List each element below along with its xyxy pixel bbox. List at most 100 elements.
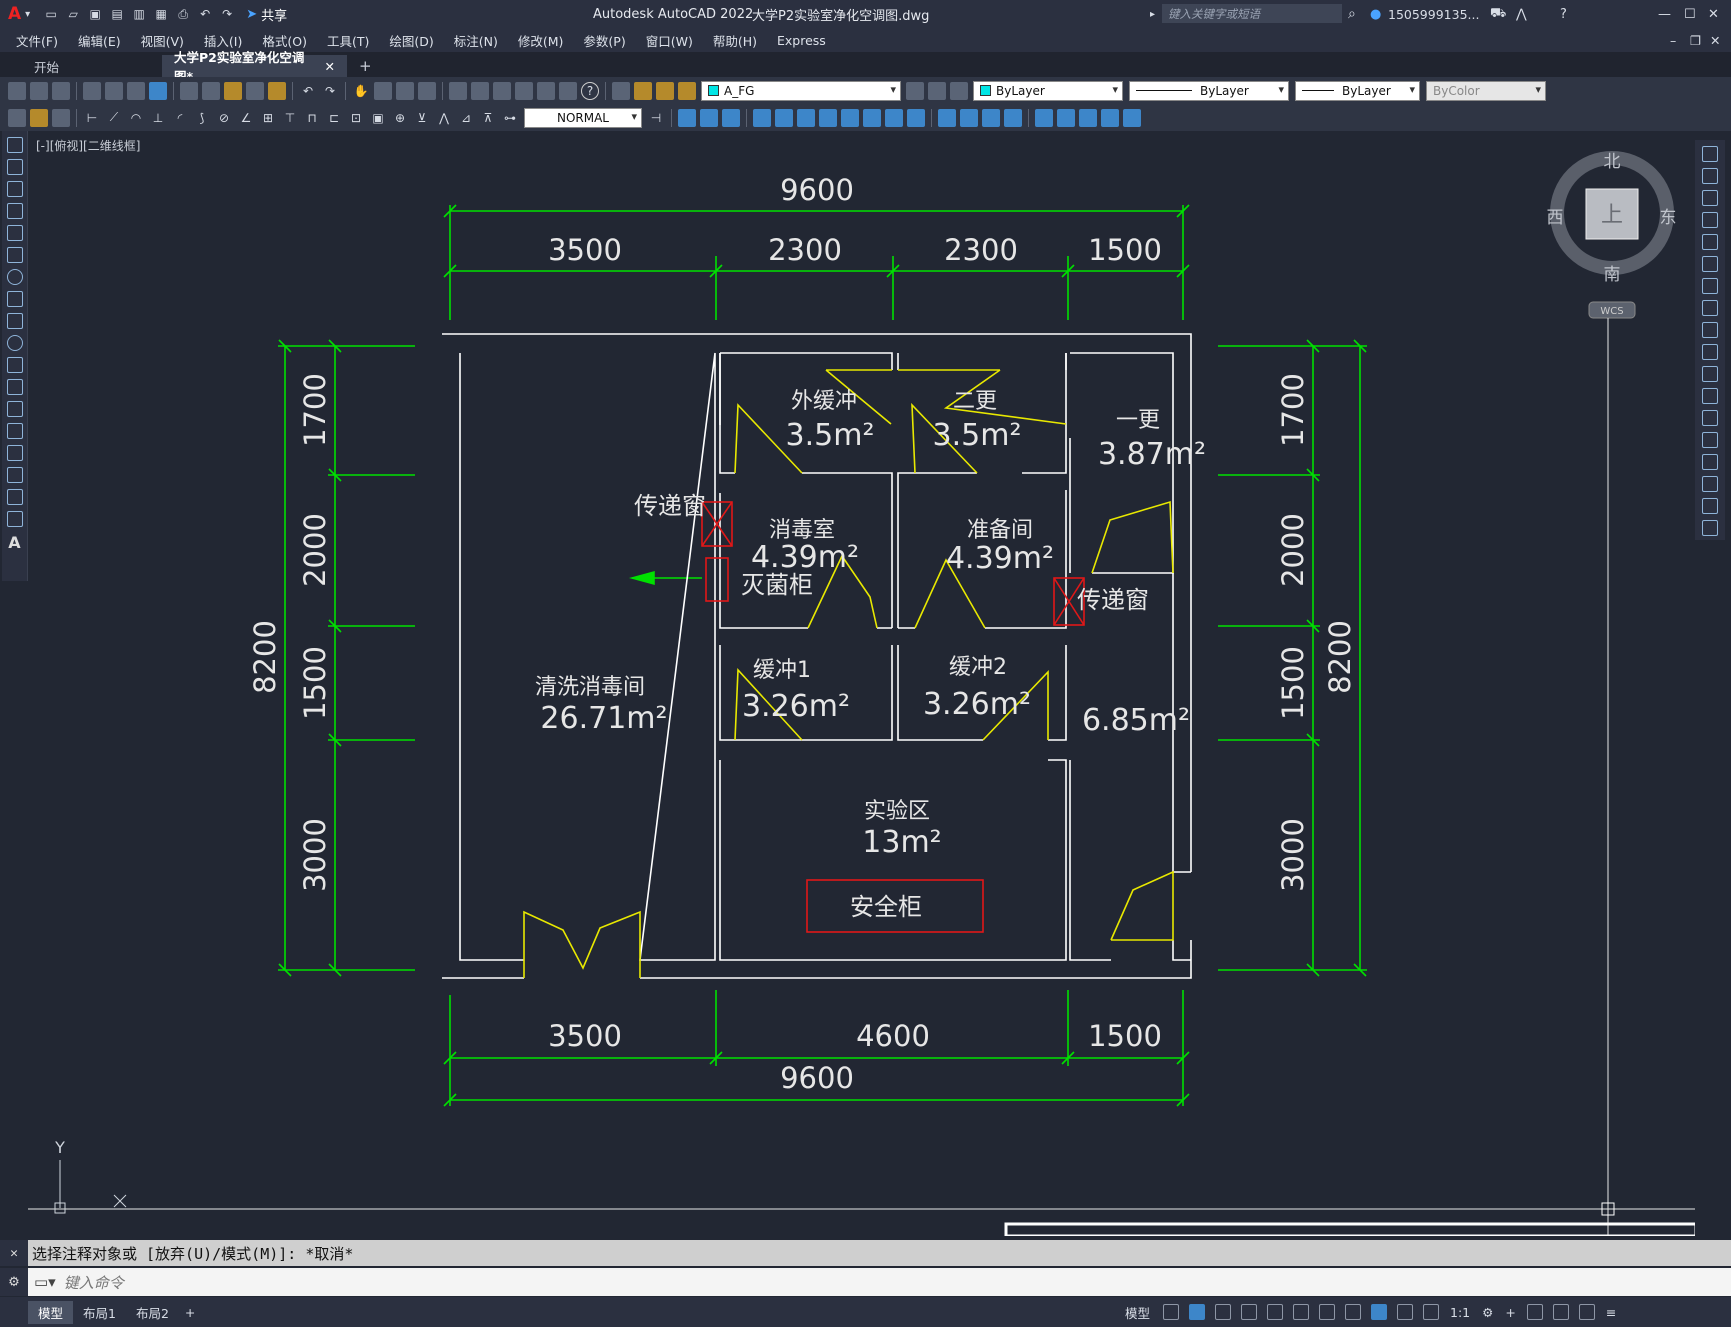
dim-style-icon[interactable]: ⊣ bbox=[650, 110, 662, 125]
save-toolbar-icon[interactable] bbox=[52, 81, 70, 100]
doc-close-icon[interactable]: ✕ bbox=[1710, 32, 1721, 48]
menu-tools[interactable]: 工具(T) bbox=[326, 33, 370, 49]
search-icon[interactable]: ⌕ bbox=[1348, 6, 1356, 22]
modify-tool-icon[interactable] bbox=[775, 108, 793, 127]
array-icon[interactable] bbox=[1702, 234, 1718, 250]
tool-icon[interactable] bbox=[30, 108, 48, 127]
zoom-realtime-icon[interactable] bbox=[374, 81, 392, 100]
plotstyle-dropdown[interactable]: ByColor bbox=[1426, 80, 1546, 101]
menu-file[interactable]: 文件(F) bbox=[16, 33, 58, 49]
object-track-icon[interactable] bbox=[1293, 1304, 1309, 1320]
jogged-dim-icon[interactable]: ⟆ bbox=[199, 110, 205, 125]
modify-tool-icon[interactable] bbox=[753, 108, 771, 127]
construction-line-icon[interactable] bbox=[6, 159, 23, 175]
menu-window[interactable]: 窗口(W) bbox=[645, 33, 693, 49]
viewport-label[interactable]: [-][俯视][二维线框] bbox=[36, 138, 140, 153]
viewcube-north[interactable]: 北 bbox=[1604, 152, 1621, 172]
search-input[interactable]: 键入关键字或短语 bbox=[1162, 4, 1342, 23]
rotate-icon[interactable] bbox=[1702, 278, 1718, 294]
quick-properties-icon[interactable] bbox=[1552, 1304, 1569, 1320]
pan-icon[interactable]: ✋ bbox=[353, 83, 369, 98]
user-name[interactable]: 1505999135... bbox=[1388, 6, 1480, 22]
command-line-grip[interactable]: ✕ bbox=[0, 1240, 28, 1266]
share-icon[interactable]: ➤ bbox=[246, 6, 258, 22]
calculator-icon[interactable] bbox=[559, 81, 577, 100]
layer-previous-icon[interactable] bbox=[928, 81, 946, 100]
open-web-icon[interactable]: ▥ bbox=[133, 7, 145, 21]
save-icon[interactable]: ▣ bbox=[89, 7, 101, 21]
viewcube-east[interactable]: 东 bbox=[1660, 208, 1677, 228]
modify-tool-icon[interactable] bbox=[1004, 108, 1022, 127]
drawing-canvas[interactable]: [-][俯视][二维线框] 上 北 南 东 西 WCS Y bbox=[28, 131, 1698, 1238]
linetype-dropdown[interactable]: ByLayer bbox=[1129, 80, 1289, 101]
extend-icon[interactable] bbox=[1702, 366, 1718, 382]
linear-dim-icon[interactable]: ⊢ bbox=[86, 110, 98, 125]
print-preview-icon[interactable] bbox=[105, 81, 123, 100]
trim-icon[interactable] bbox=[1702, 344, 1718, 360]
spline-icon[interactable] bbox=[6, 313, 23, 329]
insert-block-icon[interactable] bbox=[6, 379, 23, 395]
snap-icon[interactable] bbox=[1189, 1304, 1205, 1320]
modify-tool-icon[interactable] bbox=[1035, 108, 1053, 127]
lineweight-icon[interactable] bbox=[1345, 1304, 1361, 1320]
viewcube-west[interactable]: 西 bbox=[1547, 208, 1564, 228]
block-editor-icon[interactable] bbox=[268, 81, 286, 100]
object-snap-icon[interactable] bbox=[1319, 1304, 1335, 1320]
new-file-icon[interactable]: ▭ bbox=[45, 7, 57, 21]
tool-palettes-icon[interactable] bbox=[493, 81, 511, 100]
open-file-icon[interactable]: ▱ bbox=[68, 7, 78, 21]
modify-tool-icon[interactable] bbox=[960, 108, 978, 127]
customize-icon[interactable]: ⚙ bbox=[0, 1268, 28, 1296]
jogged-linear-icon[interactable]: ⋀ bbox=[439, 110, 449, 125]
isodraft-icon[interactable] bbox=[1267, 1304, 1283, 1320]
copy-icon[interactable] bbox=[202, 81, 220, 100]
close-window-icon[interactable]: ✕ bbox=[1708, 6, 1719, 22]
share-button[interactable]: 共享 bbox=[261, 8, 288, 24]
hatch-icon[interactable] bbox=[6, 445, 23, 461]
match-properties-icon[interactable] bbox=[246, 81, 264, 100]
annotation-scale-value[interactable]: 1:1 bbox=[1450, 1304, 1471, 1320]
minimize-icon[interactable]: — bbox=[1658, 6, 1671, 22]
table-icon[interactable] bbox=[6, 511, 23, 527]
modify-tool-icon[interactable] bbox=[678, 108, 696, 127]
dimstyle-dropdown[interactable]: NORMAL bbox=[524, 107, 642, 128]
menu-dimension[interactable]: 标注(N) bbox=[453, 33, 498, 49]
join-icon[interactable] bbox=[1702, 432, 1718, 448]
dim-space-icon[interactable]: ⊏ bbox=[328, 110, 340, 125]
gradient-icon[interactable] bbox=[6, 467, 23, 483]
line-icon[interactable] bbox=[6, 137, 23, 153]
aligned-dim-icon[interactable]: ⟋ bbox=[109, 110, 119, 124]
offset-icon[interactable] bbox=[1702, 212, 1718, 228]
redo-toolbar-icon[interactable]: ↷ bbox=[324, 83, 336, 98]
break-point-icon[interactable] bbox=[1702, 388, 1718, 404]
cart-icon[interactable]: ⛟ bbox=[1490, 5, 1507, 21]
layer-on-icon[interactable] bbox=[634, 81, 652, 100]
ortho-icon[interactable] bbox=[1215, 1304, 1231, 1320]
search-chevron-icon[interactable]: ▸ bbox=[1150, 8, 1156, 20]
doc-minimize-icon[interactable]: – bbox=[1670, 32, 1677, 48]
undo-icon[interactable]: ↶ bbox=[200, 7, 211, 21]
viewcube[interactable]: 上 北 南 东 西 WCS bbox=[1547, 151, 1677, 319]
layer-dropdown[interactable]: A_FG bbox=[701, 80, 901, 101]
undo-toolbar-icon[interactable]: ↶ bbox=[302, 83, 314, 98]
modify-tool-icon[interactable] bbox=[1101, 108, 1119, 127]
color-dropdown[interactable]: ByLayer bbox=[973, 80, 1123, 101]
modify-tool-icon[interactable] bbox=[1079, 108, 1097, 127]
design-center-icon[interactable] bbox=[471, 81, 489, 100]
recent-commands-icon[interactable]: ▭▾ bbox=[34, 1273, 56, 1291]
make-current-icon[interactable] bbox=[906, 81, 924, 100]
doc-restore-icon[interactable]: ❐ bbox=[1690, 32, 1702, 48]
polar-icon[interactable] bbox=[1241, 1304, 1257, 1320]
layer-properties-icon[interactable] bbox=[612, 81, 630, 100]
layout-tab-1[interactable]: 布局1 bbox=[83, 1305, 116, 1321]
modify-tool-icon[interactable] bbox=[700, 108, 718, 127]
explode-icon[interactable] bbox=[1702, 520, 1718, 536]
publish-icon[interactable] bbox=[127, 81, 145, 100]
menu-draw[interactable]: 绘图(D) bbox=[389, 33, 434, 49]
sheet-set-icon[interactable] bbox=[515, 81, 533, 100]
menu-help[interactable]: 帮助(H) bbox=[712, 33, 757, 49]
copy-object-icon[interactable] bbox=[1702, 168, 1718, 184]
dim-update-icon[interactable]: ⊶ bbox=[504, 110, 516, 125]
point-icon[interactable] bbox=[6, 423, 23, 439]
dim-break-icon[interactable]: ⊡ bbox=[350, 110, 362, 125]
